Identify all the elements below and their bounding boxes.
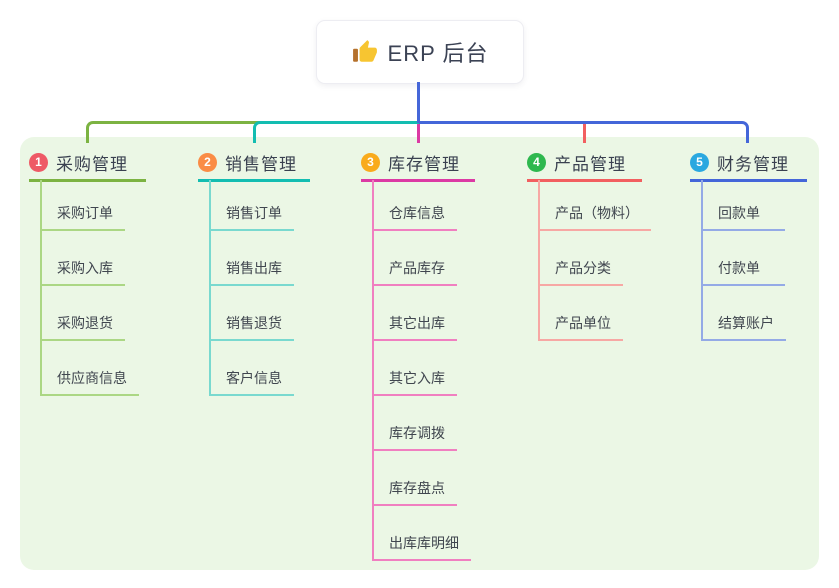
child-node[interactable]: 采购入库 <box>40 258 125 286</box>
branches-background-panel <box>20 137 819 570</box>
child-node[interactable]: 出库库明细 <box>372 533 471 561</box>
child-node[interactable]: 销售出库 <box>209 258 294 286</box>
branch-label: 销售管理 <box>225 154 297 174</box>
branch-number-badge: 2 <box>198 152 217 172</box>
branch-label: 产品管理 <box>554 154 626 174</box>
branch-node-4[interactable]: 4 产品管理 <box>527 147 642 182</box>
branch-drop-line-4 <box>583 124 586 143</box>
branch-node-5[interactable]: 5 财务管理 <box>690 147 807 182</box>
child-trunk-line <box>701 180 703 341</box>
branch-node-1[interactable]: 1 采购管理 <box>29 147 146 182</box>
branch-number-badge: 4 <box>527 152 546 172</box>
branch-label: 采购管理 <box>56 154 128 174</box>
child-node[interactable]: 产品分类 <box>538 258 623 286</box>
branch-number-badge: 3 <box>361 152 380 172</box>
trunk-elbow-branch-1 <box>86 121 419 143</box>
child-trunk-line <box>538 180 540 341</box>
child-node[interactable]: 采购订单 <box>40 203 125 231</box>
root-connector-line <box>417 82 420 123</box>
child-node[interactable]: 结算账户 <box>701 313 786 341</box>
branch-node-3[interactable]: 3 库存管理 <box>361 147 475 182</box>
child-node[interactable]: 其它出库 <box>372 313 457 341</box>
root-node[interactable]: ERP 后台 <box>316 20 524 84</box>
child-trunk-line <box>372 180 374 561</box>
child-node[interactable]: 付款单 <box>701 258 785 286</box>
child-node[interactable]: 产品（物料） <box>538 203 651 231</box>
child-node[interactable]: 仓库信息 <box>372 203 457 231</box>
branch-node-2[interactable]: 2 销售管理 <box>198 147 310 182</box>
thumbs-up-icon <box>352 40 377 62</box>
branch-label: 财务管理 <box>717 154 789 174</box>
child-node[interactable]: 客户信息 <box>209 368 294 396</box>
child-node[interactable]: 供应商信息 <box>40 368 139 396</box>
child-node[interactable]: 回款单 <box>701 203 785 231</box>
branch-number-badge: 1 <box>29 152 48 172</box>
child-trunk-line <box>40 180 42 396</box>
child-node[interactable]: 库存盘点 <box>372 478 457 506</box>
child-node[interactable]: 库存调拨 <box>372 423 457 451</box>
branch-number-badge: 5 <box>690 152 709 172</box>
child-node[interactable]: 产品库存 <box>372 258 457 286</box>
child-node[interactable]: 采购退货 <box>40 313 125 341</box>
child-trunk-line <box>209 180 211 396</box>
child-node[interactable]: 销售订单 <box>209 203 294 231</box>
root-title: ERP 后台 <box>387 41 489 66</box>
branch-label: 库存管理 <box>388 154 460 174</box>
branch-drop-line-3 <box>417 124 420 143</box>
child-node[interactable]: 产品单位 <box>538 313 623 341</box>
child-node[interactable]: 其它入库 <box>372 368 457 396</box>
trunk-elbow-branch-2 <box>253 121 419 143</box>
child-node[interactable]: 销售退货 <box>209 313 294 341</box>
trunk-elbow-branch-5 <box>419 121 749 143</box>
